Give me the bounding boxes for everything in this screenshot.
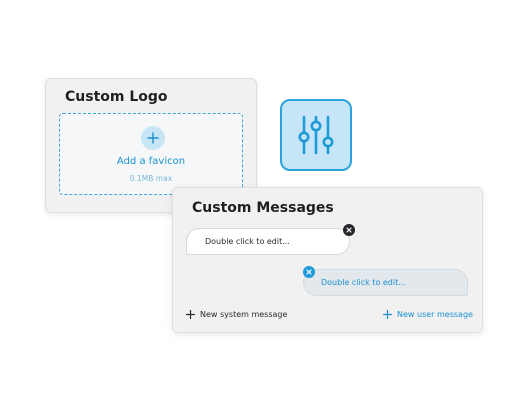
plus-icon[interactable]: [141, 126, 165, 150]
new-system-message-label: New system message: [200, 310, 288, 319]
custom-messages-title: Custom Messages: [192, 200, 334, 216]
sliders-icon: [298, 115, 334, 155]
custom-logo-title: Custom Logo: [65, 89, 168, 105]
custom-messages-card: Custom Messages Double click to edit... …: [172, 187, 483, 333]
user-message-text: Double click to edit...: [321, 278, 406, 287]
new-system-message-button[interactable]: New system message: [186, 310, 287, 319]
close-icon[interactable]: [303, 266, 315, 278]
plus-icon: [186, 310, 195, 319]
user-message-bubble[interactable]: Double click to edit...: [303, 269, 468, 296]
sliders-tile: [280, 99, 352, 171]
plus-icon: [383, 310, 392, 319]
file-size-hint: 0.1MB max: [129, 174, 173, 183]
new-user-message-button[interactable]: New user message: [383, 310, 473, 319]
favicon-dropzone[interactable]: Add a favicon 0.1MB max: [59, 113, 243, 195]
new-user-message-label: New user message: [397, 310, 473, 319]
system-message-text: Double click to edit...: [205, 237, 290, 246]
close-icon[interactable]: [343, 224, 355, 236]
custom-logo-card: Custom Logo Add a favicon 0.1MB max: [45, 78, 257, 213]
add-favicon-label[interactable]: Add a favicon: [116, 156, 186, 167]
system-message-bubble[interactable]: Double click to edit...: [186, 228, 350, 255]
